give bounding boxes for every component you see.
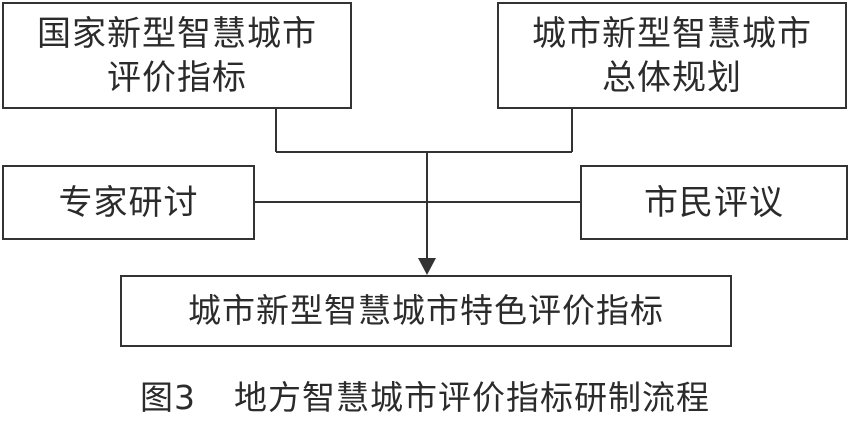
expert-review-box: 专家研讨 (2, 165, 255, 240)
figure-caption: 图3 地方智慧城市评价指标研制流程 (0, 378, 850, 418)
result-index-label: 城市新型智慧城市特色评价指标 (188, 291, 664, 330)
national-index-box: 国家新型智慧城市 评价指标 (2, 2, 352, 109)
result-index-box: 城市新型智慧城市特色评价指标 (120, 275, 732, 347)
master-plan-label: 城市新型智慧城市 总体规划 (532, 13, 812, 98)
citizen-review-label: 市民评议 (644, 182, 784, 223)
arrow-down-icon (418, 258, 436, 275)
citizen-review-box: 市民评议 (580, 165, 848, 240)
figure-caption-text: 地方智慧城市评价指标研制流程 (234, 378, 710, 417)
master-plan-box: 城市新型智慧城市 总体规划 (497, 2, 847, 109)
expert-review-label: 专家研讨 (58, 182, 199, 223)
figure-number: 图3 (140, 378, 196, 417)
national-index-label: 国家新型智慧城市 评价指标 (37, 13, 317, 98)
